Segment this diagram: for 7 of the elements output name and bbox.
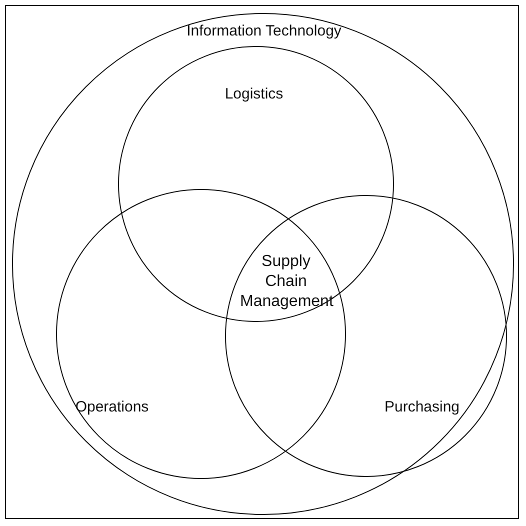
venn-circle (225, 195, 507, 477)
venn-circle (118, 46, 394, 322)
circle-label: Operations (75, 398, 149, 416)
circle-label: Information Technology (186, 22, 342, 40)
circle-label: Purchasing (384, 398, 460, 416)
circle-label: Logistics (224, 86, 284, 102)
venn-circle (56, 189, 346, 479)
